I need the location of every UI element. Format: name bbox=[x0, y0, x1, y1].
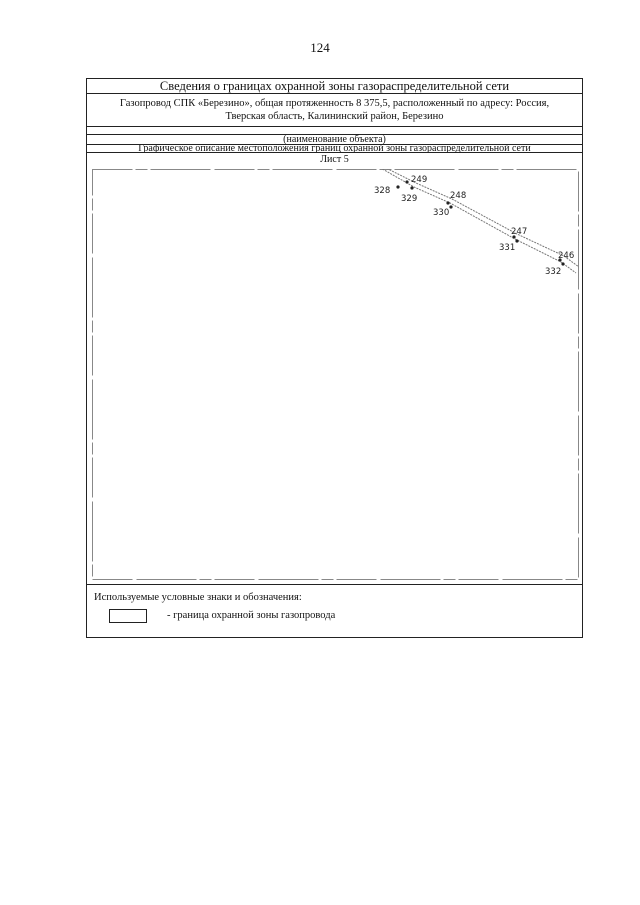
map-point-332-label: 332 bbox=[545, 267, 561, 277]
object-name-line1: Газопровод СПК «Березино», общая протяже… bbox=[119, 98, 550, 109]
map-point-249-marker bbox=[405, 180, 409, 184]
map-point-328-label: 328 bbox=[374, 186, 390, 196]
map-point-330-marker bbox=[449, 205, 453, 209]
object-spacer bbox=[87, 127, 582, 135]
object-name-line2: Тверская область, Калининский район, Бер… bbox=[225, 111, 444, 122]
map-point-328-marker bbox=[396, 185, 400, 189]
graphic-title: Графическое описание местоположения гран… bbox=[87, 145, 582, 153]
map-point-246-label: 246 bbox=[558, 251, 574, 261]
object-name: Газопровод СПК «Березино», общая протяже… bbox=[87, 94, 582, 127]
map-inner-border bbox=[92, 169, 579, 580]
map-point-331-label: 331 bbox=[499, 243, 515, 253]
legend: Используемые условные знаки и обозначени… bbox=[87, 584, 582, 640]
boundary-line-b bbox=[386, 169, 579, 268]
boundary-line-a bbox=[381, 169, 577, 274]
map-point-330-label: 330 bbox=[433, 208, 449, 218]
map-point-331-marker bbox=[515, 239, 519, 243]
map-point-329-marker bbox=[410, 186, 414, 190]
map-point-249-label: 249 bbox=[411, 175, 427, 185]
map-point-329-label: 329 bbox=[401, 194, 417, 204]
map-point-247-marker bbox=[512, 235, 516, 239]
section-title: Сведения о границах охранной зоны газора… bbox=[87, 79, 582, 94]
sheet-label: Лист 5 bbox=[320, 154, 349, 165]
map-point-332-marker bbox=[561, 262, 565, 266]
page-number: 124 bbox=[310, 40, 330, 55]
document-frame: Сведения о границах охранной зоны газора… bbox=[86, 78, 583, 638]
legend-title: Используемые условные знаки и обозначени… bbox=[94, 592, 302, 603]
map-point-246-marker bbox=[558, 258, 562, 262]
legend-boundary-swatch bbox=[109, 609, 147, 623]
map-point-248-marker bbox=[446, 201, 450, 205]
legend-boundary-description: - граница охранной зоны газопровода bbox=[167, 610, 336, 621]
object-caption: (наименование объекта) bbox=[87, 135, 582, 145]
map-point-247-label: 247 bbox=[511, 227, 527, 237]
map-point-248-label: 248 bbox=[450, 191, 466, 201]
